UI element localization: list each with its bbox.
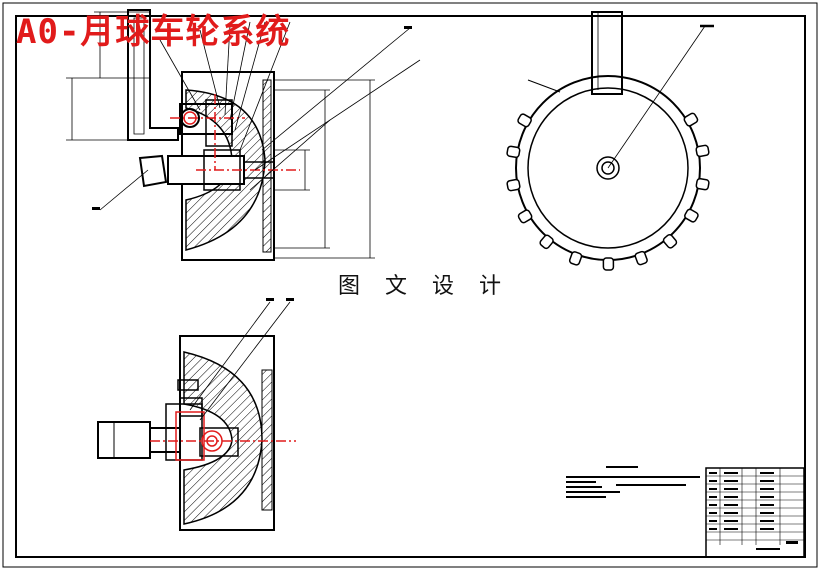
grouser <box>506 145 521 159</box>
title-block-text-marks <box>709 472 798 550</box>
technical-notes <box>566 466 700 498</box>
grouser <box>602 257 615 271</box>
front-view-centerlines <box>170 94 300 171</box>
drawing-caption: 图 文 设 计 <box>338 274 510 299</box>
grouser <box>695 177 710 191</box>
top-view-centerlines <box>150 411 296 461</box>
grouser <box>517 113 532 128</box>
grouser <box>662 233 678 249</box>
grouser <box>568 251 583 266</box>
drawing-title: A0-月球车轮系统 <box>16 12 291 52</box>
grouser <box>695 144 710 158</box>
grouser <box>634 250 648 266</box>
wheel-side-view <box>506 11 714 271</box>
grouser <box>517 209 533 224</box>
inner-border <box>15 15 806 558</box>
grouser <box>506 178 521 192</box>
front-section-view <box>66 9 421 261</box>
top-view-leaders <box>189 301 291 421</box>
top-section-view <box>97 298 296 531</box>
grouser <box>684 208 699 223</box>
wheel-grousers <box>506 112 710 271</box>
title-block <box>566 466 805 558</box>
grouser <box>539 234 554 250</box>
grouser <box>683 112 699 127</box>
front-view-leaders <box>99 21 421 211</box>
